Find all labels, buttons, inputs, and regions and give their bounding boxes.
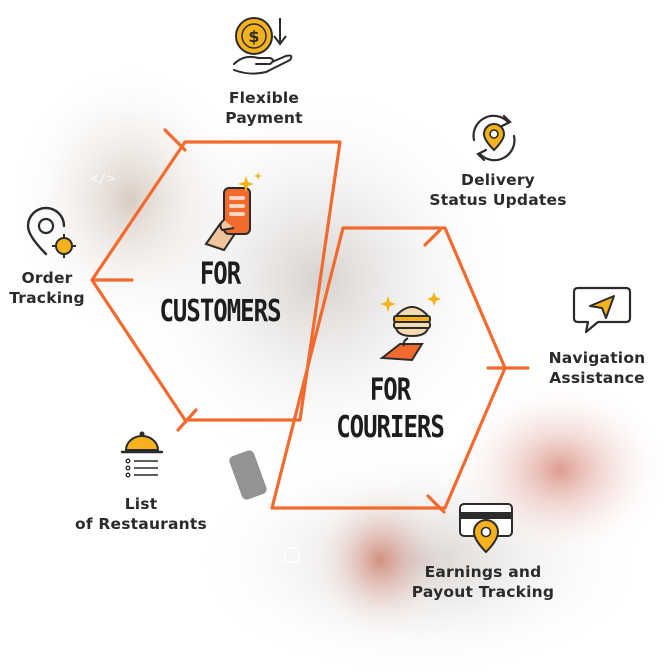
- customers-frame: [90, 140, 342, 422]
- earnings-payout-tracking-line1: Earnings and: [424, 563, 542, 581]
- flexible-payment-line2: Payment: [225, 109, 303, 127]
- tick-flexible-payment: [163, 128, 187, 152]
- flexible-payment-label: Flexible Payment: [204, 88, 324, 128]
- cloche-list-icon: [120, 431, 164, 478]
- earnings-payout-tracking-line2: Payout Tracking: [411, 583, 555, 601]
- order-tracking-label: Order Tracking: [2, 268, 92, 308]
- tick-list-of-restaurants: [176, 408, 198, 432]
- couriers-title: FOR COURIERS: [320, 371, 460, 446]
- svg-text:$: $: [248, 27, 259, 46]
- delivery-status-updates-label: Delivery Status Updates: [418, 170, 578, 210]
- navigation-assistance-line2: Assistance: [549, 369, 645, 387]
- customers-title: FOR CUSTOMERS: [140, 255, 300, 330]
- navigation-assistance-line1: Navigation: [548, 349, 646, 367]
- list-of-restaurants-line2: of Restaurants: [75, 515, 207, 533]
- couriers-title-line1: FOR: [369, 371, 411, 407]
- tick-earnings: [426, 494, 446, 514]
- navigation-assistance-label: Navigation Assistance: [538, 348, 656, 388]
- customers-title-line2: CUSTOMERS: [159, 293, 281, 329]
- location-target-icon: [26, 206, 76, 258]
- customers-title-line1: FOR: [199, 255, 241, 291]
- navigation-arrow-icon: [572, 286, 632, 334]
- order-tracking-line1: Order: [21, 269, 73, 287]
- flexible-payment-line1: Flexible: [228, 89, 300, 107]
- card-location-icon: [459, 503, 513, 554]
- coin-hand-icon: $: [233, 17, 293, 75]
- couriers-frame: [270, 226, 507, 510]
- earnings-payout-tracking-label: Earnings and Payout Tracking: [400, 562, 566, 602]
- list-of-restaurants-label: List of Restaurants: [66, 494, 216, 534]
- svg-text:</>: </>: [90, 171, 115, 187]
- order-tracking-line2: Tracking: [9, 289, 85, 307]
- location-refresh-icon: [472, 114, 516, 162]
- phone-hand-icon: [204, 172, 262, 252]
- delivery-status-updates-line2: Status Updates: [429, 191, 567, 209]
- tick-delivery-status: [423, 228, 442, 247]
- couriers-title-line2: COURIERS: [336, 409, 445, 445]
- delivery-status-updates-line1: Delivery: [461, 171, 535, 189]
- list-of-restaurants-line1: List: [124, 495, 158, 513]
- burger-hand-icon: [379, 292, 441, 362]
